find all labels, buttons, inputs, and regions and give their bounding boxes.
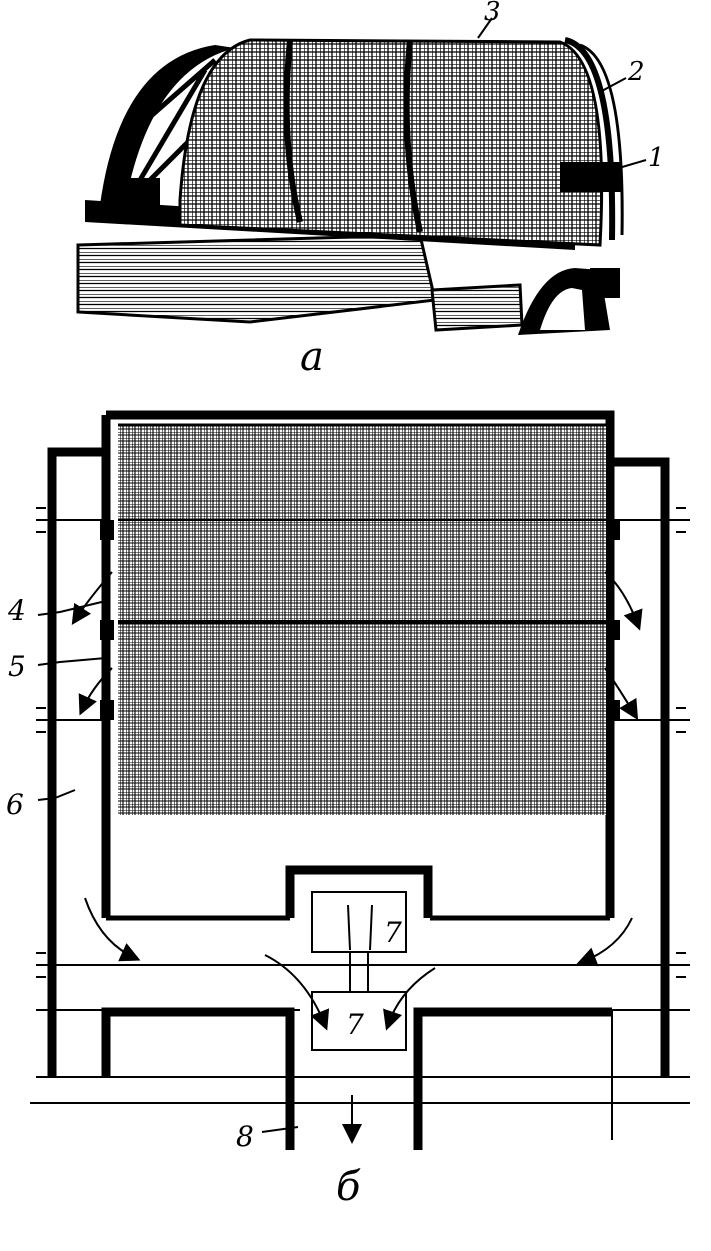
callout-5: 5 bbox=[8, 650, 26, 683]
panel-a-label: а bbox=[300, 334, 324, 380]
callout-7-lower: 7 bbox=[346, 1008, 364, 1041]
callout-6: 6 bbox=[6, 788, 24, 821]
callout-3: 3 bbox=[484, 0, 501, 27]
callout-2: 2 bbox=[627, 57, 645, 87]
callout-1: 1 bbox=[648, 143, 665, 173]
panel-a-drawing bbox=[78, 18, 646, 335]
panel-b-label: б bbox=[336, 1164, 361, 1210]
callout-8: 8 bbox=[236, 1120, 254, 1153]
callout-4: 4 bbox=[7, 594, 26, 627]
callout-7-upper: 7 bbox=[384, 916, 402, 949]
